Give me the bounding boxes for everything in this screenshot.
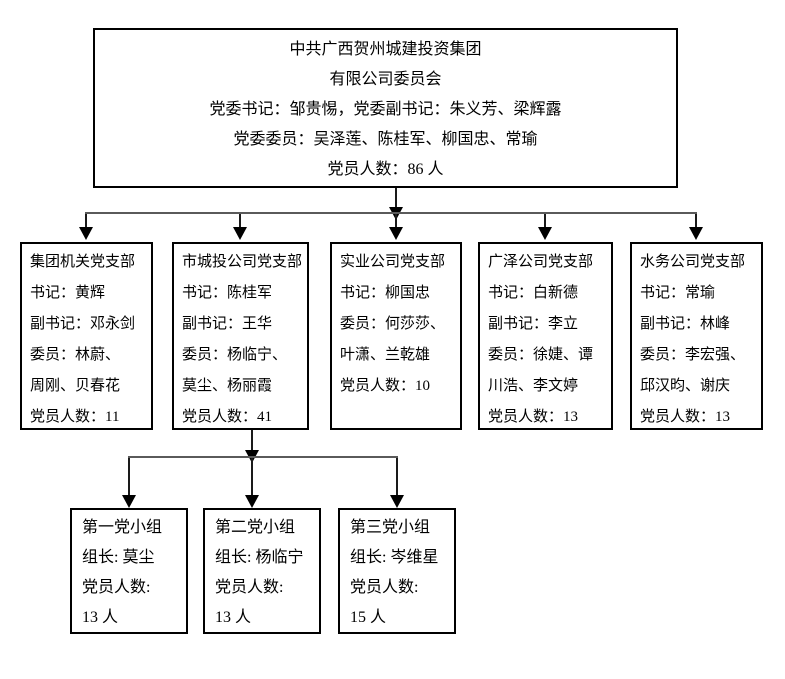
text-line: 书记：白新德 [488,285,579,301]
text-line: 第三党小组 [350,519,431,536]
text-line: 川浩、李文婷 [488,378,579,394]
branch-box-industrial: 实业公司党支部书记：柳国忠委员：何莎莎、叶潇、兰乾雄党员人数：10 [330,242,462,430]
text-line: 党员人数：11 [30,409,120,425]
connector-committee-stem [395,188,397,212]
text-line: 党员人数：41 [182,409,273,425]
text-line: 周刚、贝春花 [30,378,121,394]
text-line: 党员人数：10 [340,378,431,394]
text-line: 实业公司党支部 [340,254,446,270]
group-box-first: 第一党小组组长: 莫尘党员人数: 13 人 [70,508,188,634]
arrow-down-icon [79,227,93,240]
group-box-second: 第二党小组组长: 杨临宁党员人数: 13 人 [203,508,321,634]
connector-group-1-drop [128,458,130,496]
text-line: 党员人数：86 人 [327,161,444,178]
text-line: 书记：柳国忠 [340,285,431,301]
connector-branch2-stem [251,430,253,456]
text-line: 叶潇、兰乾雄 [340,347,431,363]
text-line: 副书记：邓永剑 [30,316,136,332]
branch-box-guangze: 广泽公司党支部书记：白新德副书记：李立委员：徐婕、谭川浩、李文婷党员人数：13 [478,242,613,430]
branch-box-group-hq: 集团机关党支部书记：黄辉副书记：邓永剑委员：林蔚、周刚、贝春花党员人数：11 [20,242,153,430]
group-box-third: 第三党小组组长: 岑维星党员人数: 15 人 [338,508,456,634]
text-line: 15 人 [350,609,387,626]
connector-group-3-drop [396,458,398,496]
text-line: 党委委员：吴泽莲、陈桂军、柳国忠、常瑜 [233,131,538,148]
text-line: 书记：常瑜 [640,285,716,301]
text-line: 水务公司党支部 [640,254,746,270]
text-line: 莫尘、杨丽霞 [182,378,273,394]
text-line: 党员人数: [350,579,419,596]
connector-groups-rail [128,456,398,458]
arrow-down-icon [122,495,136,508]
text-line: 组长: 杨临宁 [215,549,304,566]
text-line: 委员：林蔚、 [30,347,121,363]
text-line: 党委书记：邹贵惕，党委副书记：朱义芳、梁辉露 [209,101,562,118]
text-line: 副书记：李立 [488,316,579,332]
arrow-down-icon [389,227,403,240]
connector-branch-4-drop [544,214,546,230]
branch-box-city-investment: 市城投公司党支部书记：陈桂军副书记：王华委员：杨临宁、莫尘、杨丽霞党员人数：41 [172,242,309,430]
text-line: 13 人 [82,609,119,626]
committee-box: 中共广西贺州城建投资集团有限公司委员会党委书记：邹贵惕，党委副书记：朱义芳、梁辉… [93,28,678,188]
text-line: 13 人 [215,609,252,626]
text-line: 党员人数: [215,579,284,596]
text-line: 组长: 岑维星 [350,549,439,566]
text-line: 党员人数：13 [640,409,731,425]
branch-box-water: 水务公司党支部书记：常瑜副书记：林峰委员：李宏强、邱汉昀、谢庆党员人数：13 [630,242,763,430]
arrow-down-icon [233,227,247,240]
text-line: 委员：杨临宁、 [182,347,288,363]
text-line: 委员：何莎莎、 [340,316,446,332]
text-line: 组长: 莫尘 [82,549,155,566]
connector-branch-3-drop [395,214,397,230]
arrow-down-icon [390,495,404,508]
connector-branch-1-drop [85,214,87,230]
text-line: 党员人数：13 [488,409,579,425]
text-line: 委员：徐婕、谭 [488,347,594,363]
connector-branches-rail [85,212,697,214]
arrow-down-icon [245,495,259,508]
text-line: 副书记：林峰 [640,316,731,332]
arrow-down-icon [689,227,703,240]
text-line: 市城投公司党支部 [182,254,303,270]
text-line: 党员人数: [82,579,151,596]
text-line: 委员：李宏强、 [640,347,746,363]
text-line: 邱汉昀、谢庆 [640,378,731,394]
text-line: 有限公司委员会 [329,71,442,88]
text-line: 第一党小组 [82,519,163,536]
text-line: 广泽公司党支部 [488,254,594,270]
text-line: 中共广西贺州城建投资集团 [289,41,482,58]
connector-group-2-drop [251,458,253,496]
connector-branch-2-drop [239,214,241,230]
text-line: 书记：黄辉 [30,285,106,301]
text-line: 第二党小组 [215,519,296,536]
connector-branch-5-drop [695,214,697,230]
arrow-down-icon [538,227,552,240]
text-line: 书记：陈桂军 [182,285,273,301]
text-line: 集团机关党支部 [30,254,136,270]
text-line: 副书记：王华 [182,316,273,332]
